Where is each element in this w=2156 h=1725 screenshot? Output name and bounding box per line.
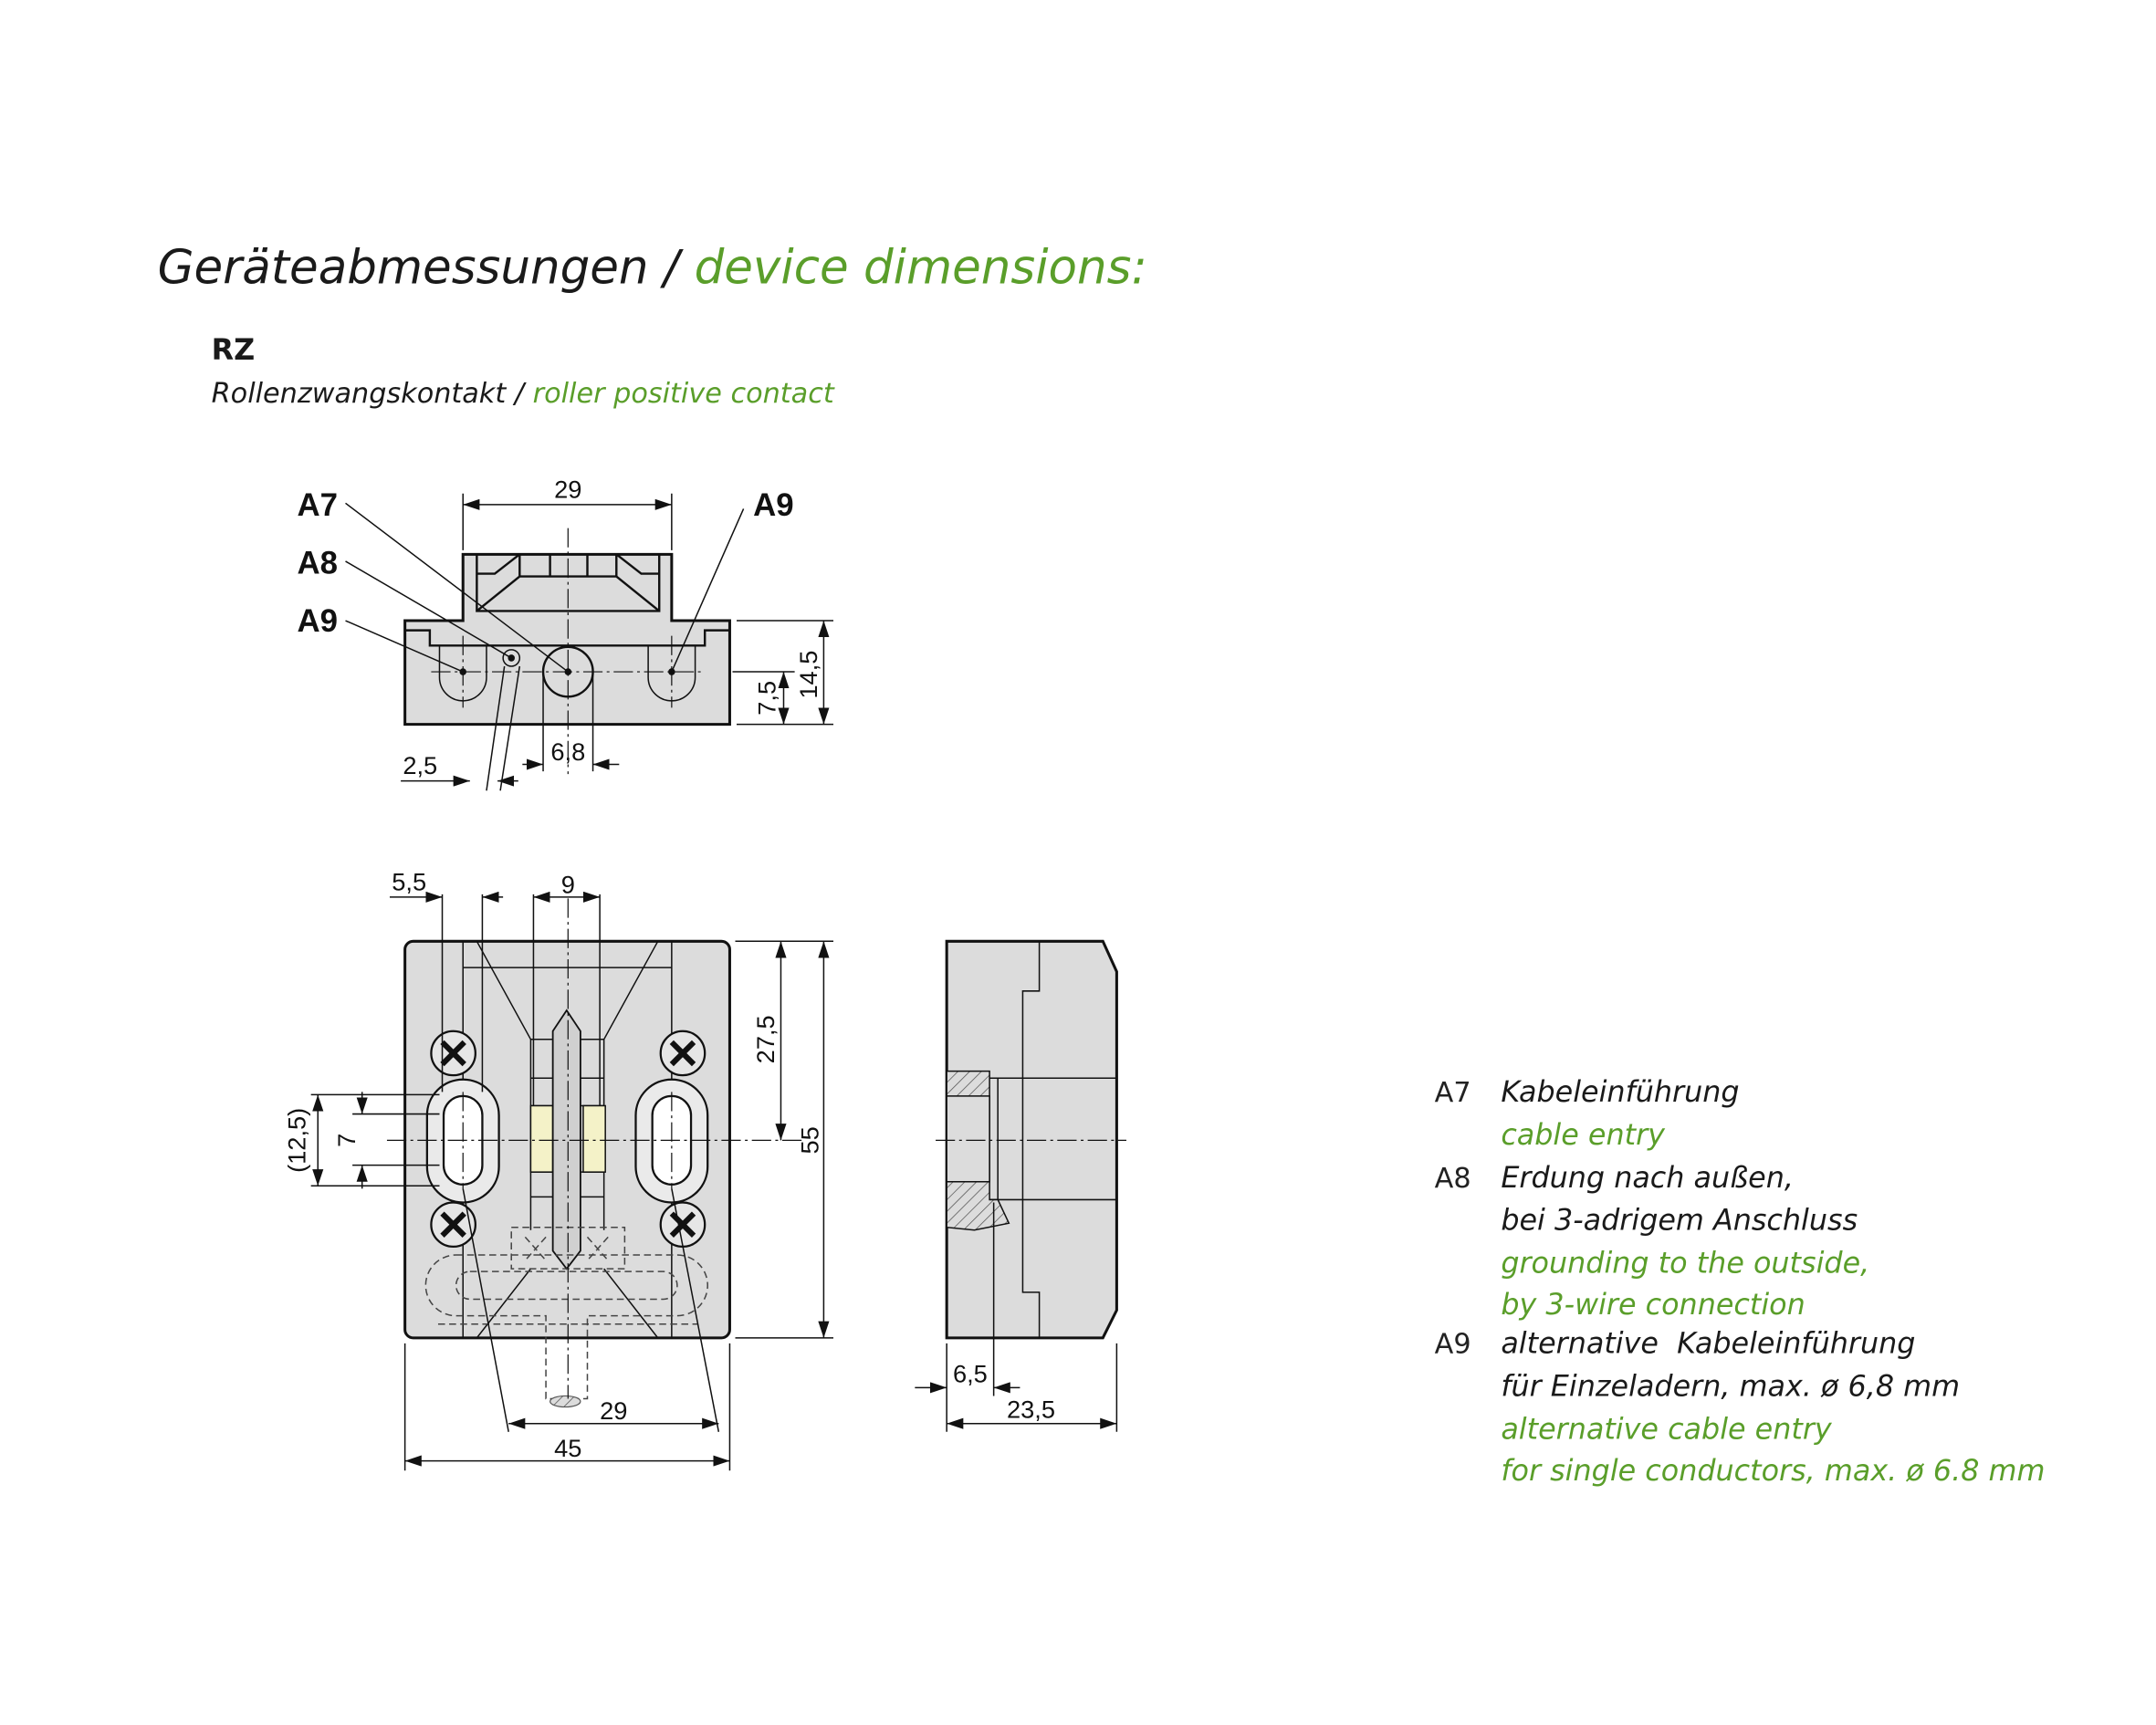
legend-a9-en-1: alternative cable entry [1501,1412,1833,1446]
legend-a8-de-2: bei 3-adrigem Anschluss [1501,1204,1858,1238]
legend-key-a9: A9 [1435,1329,1471,1361]
dim-2-5: 2,5 [403,751,437,779]
label-a9-right: A9 [753,487,794,523]
dim-7-5: 7,5 [752,681,780,716]
actuator-plunger [551,1009,581,1270]
screw-icon [430,1201,476,1249]
top-view: A7 A8 A9 A9 29 14,5 7,5 6,8 2,5 [298,475,834,791]
legend-key-a7: A7 [1435,1077,1471,1109]
label-a7: A7 [298,487,339,523]
legend: A7 Kabeleinführung cable entry A8 Erdung… [1435,1075,2046,1488]
dim-5-5: 5,5 [392,867,426,895]
legend-a8-en-1: grounding to the outside, [1501,1247,1869,1281]
subtitle: Rollenzwangskontakt / roller positive co… [212,378,835,410]
title-separator: / [649,241,695,296]
legend-a8-en-2: by 3-wire connection [1501,1288,1805,1322]
title-en: device dimensions: [695,241,1147,296]
dim-6-8: 6,8 [550,737,585,766]
screw-icon [659,1030,706,1077]
model-code: RZ [212,333,256,367]
screw-icon [430,1030,476,1077]
dim-29-top: 29 [554,475,581,503]
subtitle-en: roller positive contact [533,378,835,410]
legend-a7-en: cable entry [1501,1118,1666,1152]
front-view: 5,5 9 55 27,5 (12,5) 7 29 45 [283,867,834,1471]
dim-7: 7 [332,1134,361,1147]
dim-14-5: 14,5 [794,651,822,699]
legend-a8-de-1: Erdung nach außen, [1501,1161,1794,1195]
subtitle-separator: / [506,378,532,410]
contact-highlight-right [582,1104,606,1173]
dim-23-5: 23,5 [1007,1396,1055,1424]
dim-6-5: 6,5 [953,1359,988,1387]
dim-9: 9 [561,870,575,898]
dim-29-holes: 29 [600,1396,627,1425]
dim-55: 55 [795,1126,823,1154]
label-a8: A8 [298,546,339,581]
screw-icon [659,1201,706,1249]
page-title: Geräteabmessungen / device dimensions: [158,241,1147,296]
ground-hole [502,649,521,667]
contact-highlight-left [529,1104,554,1173]
legend-a7-de: Kabeleinführung [1501,1075,1739,1109]
legend-a9-en-2: for single conductors, max. ø 6.8 mm [1501,1454,2045,1488]
title-de: Geräteabmessungen [158,241,649,296]
legend-key-a8: A8 [1435,1163,1471,1195]
dim-12-5: (12,5) [283,1108,311,1173]
label-a9-left: A9 [298,603,339,639]
dim-27-5: 27,5 [751,1015,780,1063]
side-view: 6,5 23,5 [915,939,1126,1432]
subtitle-de: Rollenzwangskontakt [212,378,508,410]
legend-a9-de-2: für Einzeladern, max. ø 6,8 mm [1501,1369,1960,1403]
legend-a9-de-1: alternative Kabeleinführung [1501,1327,1915,1361]
dim-45: 45 [554,1434,581,1462]
